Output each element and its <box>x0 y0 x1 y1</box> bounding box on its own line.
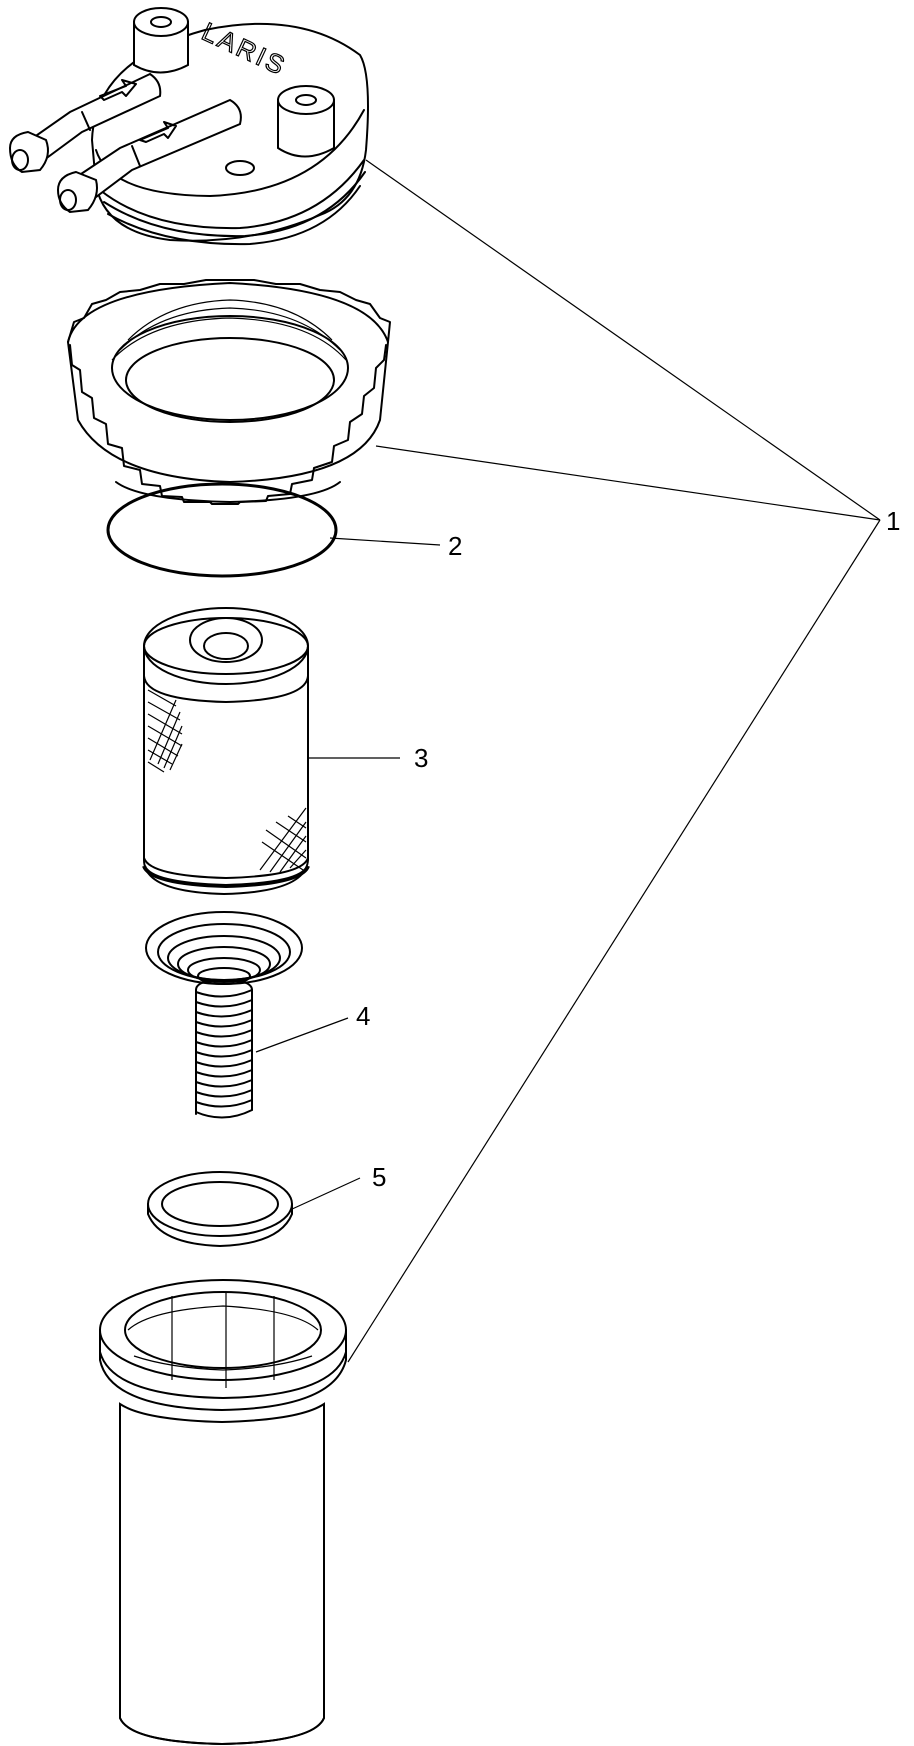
callout-1: 1 <box>886 506 900 536</box>
spring-and-seat <box>145 911 303 1119</box>
callout-2: 2 <box>448 531 462 561</box>
spring-coil <box>195 979 253 1119</box>
filter-bowl <box>99 1279 347 1746</box>
callout-3: 3 <box>414 743 428 773</box>
callout-4: 4 <box>356 1001 370 1031</box>
gasket-ring <box>147 1171 293 1247</box>
callout-5: 5 <box>372 1162 386 1192</box>
filter-mesh-right <box>259 807 307 873</box>
filter-element <box>142 607 310 896</box>
filter-mesh-left <box>147 689 183 773</box>
knurled-ring-nut <box>66 279 391 505</box>
filter-head-cap: LARIS <box>8 7 369 246</box>
leader-lines <box>255 159 881 1363</box>
o-ring <box>106 482 338 578</box>
